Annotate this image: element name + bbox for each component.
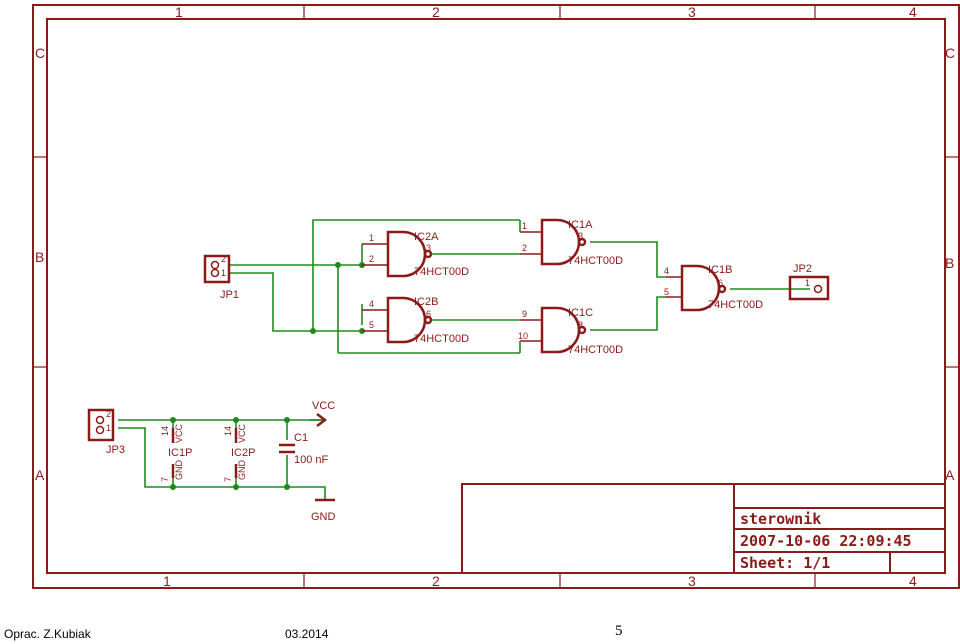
wires — [118, 219, 810, 500]
gnd-label: GND — [311, 511, 336, 523]
ic2b-pin5: 5 — [369, 320, 374, 330]
ic2p-pin7: 7 — [223, 477, 233, 482]
zone-right-c: C — [945, 45, 955, 61]
jp1-name: JP1 — [220, 289, 239, 301]
zone-left-c: C — [35, 45, 45, 61]
jp3-pin2: 2 — [106, 409, 111, 419]
jp1-pin1: 1 — [221, 268, 226, 278]
inner-frame — [46, 18, 946, 574]
jp2-pin1: 1 — [805, 278, 810, 288]
ic2a-value: 74HCT00D — [414, 266, 469, 278]
ic2p-vcc: VCC — [237, 423, 247, 443]
jp3-pin1: 1 — [106, 423, 111, 433]
ic1c-pin8: 8 — [578, 320, 583, 330]
ic1c-pin9: 9 — [522, 309, 527, 319]
junction-dots — [170, 262, 365, 490]
zone-bottom-1: 1 — [163, 573, 171, 589]
title-block: sterownik 2007-10-06 22:09:45 Sheet: 1/1 — [461, 483, 946, 574]
zone-top-3: 3 — [688, 4, 696, 20]
zone-bottom-2: 2 — [432, 573, 440, 589]
gate-ic1c: 9 10 8 IC1C 74HCT00D — [518, 306, 623, 356]
zone-top-1: 1 — [175, 4, 183, 20]
zone-left-a: A — [35, 467, 45, 483]
outer-frame — [32, 4, 960, 589]
connector-jp1: 2 1 JP1 — [203, 254, 239, 301]
connector-jp3: 2 1 JP3 — [87, 408, 125, 456]
zone-left-b: B — [35, 249, 44, 265]
power-ic1p: 14 VCC 7 GND IC1P — [160, 423, 192, 482]
jp3-name: JP3 — [106, 444, 125, 456]
ic1p-name: IC1P — [168, 447, 192, 459]
vcc-symbol: VCC — [312, 400, 335, 427]
zone-right-b: B — [945, 255, 954, 271]
ic1p-vcc: VCC — [174, 423, 184, 443]
gate-ic2b: 4 5 6 IC2B 74HCT00D — [362, 296, 469, 345]
footer-date: 03.2014 — [285, 627, 329, 641]
ic1a-pin1: 1 — [522, 221, 527, 231]
title-block-date: 2007-10-06 22:09:45 — [740, 532, 912, 550]
gate-ic2a: 1 2 3 IC2A 74HCT00D — [362, 230, 469, 278]
schematic-sheet: 1 2 3 4 1 2 3 4 C B A C B A sterownik 20… — [32, 4, 960, 589]
ic1c-name: IC1C — [568, 307, 593, 319]
ic1p-gnd: GND — [174, 460, 184, 481]
c1-value: 100 nF — [294, 454, 329, 466]
vcc-label: VCC — [312, 400, 335, 412]
zone-bottom-3: 3 — [688, 573, 696, 589]
page-number: 5 — [615, 623, 623, 639]
ic1p-pin14: 14 — [160, 426, 170, 436]
ic1a-pin3: 3 — [578, 231, 583, 241]
ic2b-name: IC2B — [414, 296, 438, 308]
ic2b-value: 74HCT00D — [414, 333, 469, 345]
ic1b-pin5: 5 — [664, 287, 669, 297]
ic2p-gnd: GND — [237, 460, 247, 481]
ic1c-value: 74HCT00D — [568, 344, 623, 356]
power-ic2p: 14 VCC 7 GND IC2P — [223, 423, 255, 482]
ic1b-value: 74HCT00D — [708, 299, 763, 311]
ic1c-pin10: 10 — [518, 331, 528, 341]
jp1-pin2: 2 — [221, 254, 226, 264]
ic1b-pin4: 4 — [664, 266, 669, 276]
ic2b-pin4: 4 — [369, 299, 374, 309]
zone-bottom-4: 4 — [909, 573, 917, 589]
ic1a-pin2: 2 — [522, 243, 527, 253]
ic2a-pin2: 2 — [369, 254, 374, 264]
ic1b-name: IC1B — [708, 264, 732, 276]
gate-ic1b: 4 5 6 IC1B 74HCT00D — [664, 264, 763, 312]
gnd-symbol: GND — [311, 498, 336, 523]
ic2a-pin1: 1 — [369, 233, 374, 243]
zone-top-4: 4 — [909, 4, 917, 20]
title-block-name: sterownik — [740, 510, 821, 528]
ic2p-name: IC2P — [231, 447, 255, 459]
row-ticks — [33, 156, 959, 368]
zone-top-2: 2 — [432, 4, 440, 20]
footer-author: Oprac. Z.Kubiak — [4, 627, 91, 641]
gate-ic1a: 1 2 3 IC1A 74HCT00D — [519, 218, 623, 267]
ic1b-pin6: 6 — [718, 278, 723, 288]
ic2b-pin6: 6 — [426, 309, 431, 319]
zone-right-a: A — [945, 467, 955, 483]
connector-jp2: 1 JP2 — [788, 263, 830, 301]
ic2a-pin3: 3 — [426, 243, 431, 253]
ic1p-pin7: 7 — [160, 477, 170, 482]
ic1a-name: IC1A — [568, 219, 593, 231]
c1-name: C1 — [294, 432, 308, 444]
title-block-sheet: Sheet: 1/1 — [740, 554, 830, 572]
ic2p-pin14: 14 — [223, 426, 233, 436]
capacitor-c1: C1 100 nF — [279, 432, 329, 466]
jp2-name: JP2 — [793, 263, 812, 275]
column-ticks — [303, 5, 816, 588]
ic2a-name: IC2A — [414, 231, 439, 243]
ic1a-value: 74HCT00D — [568, 255, 623, 267]
